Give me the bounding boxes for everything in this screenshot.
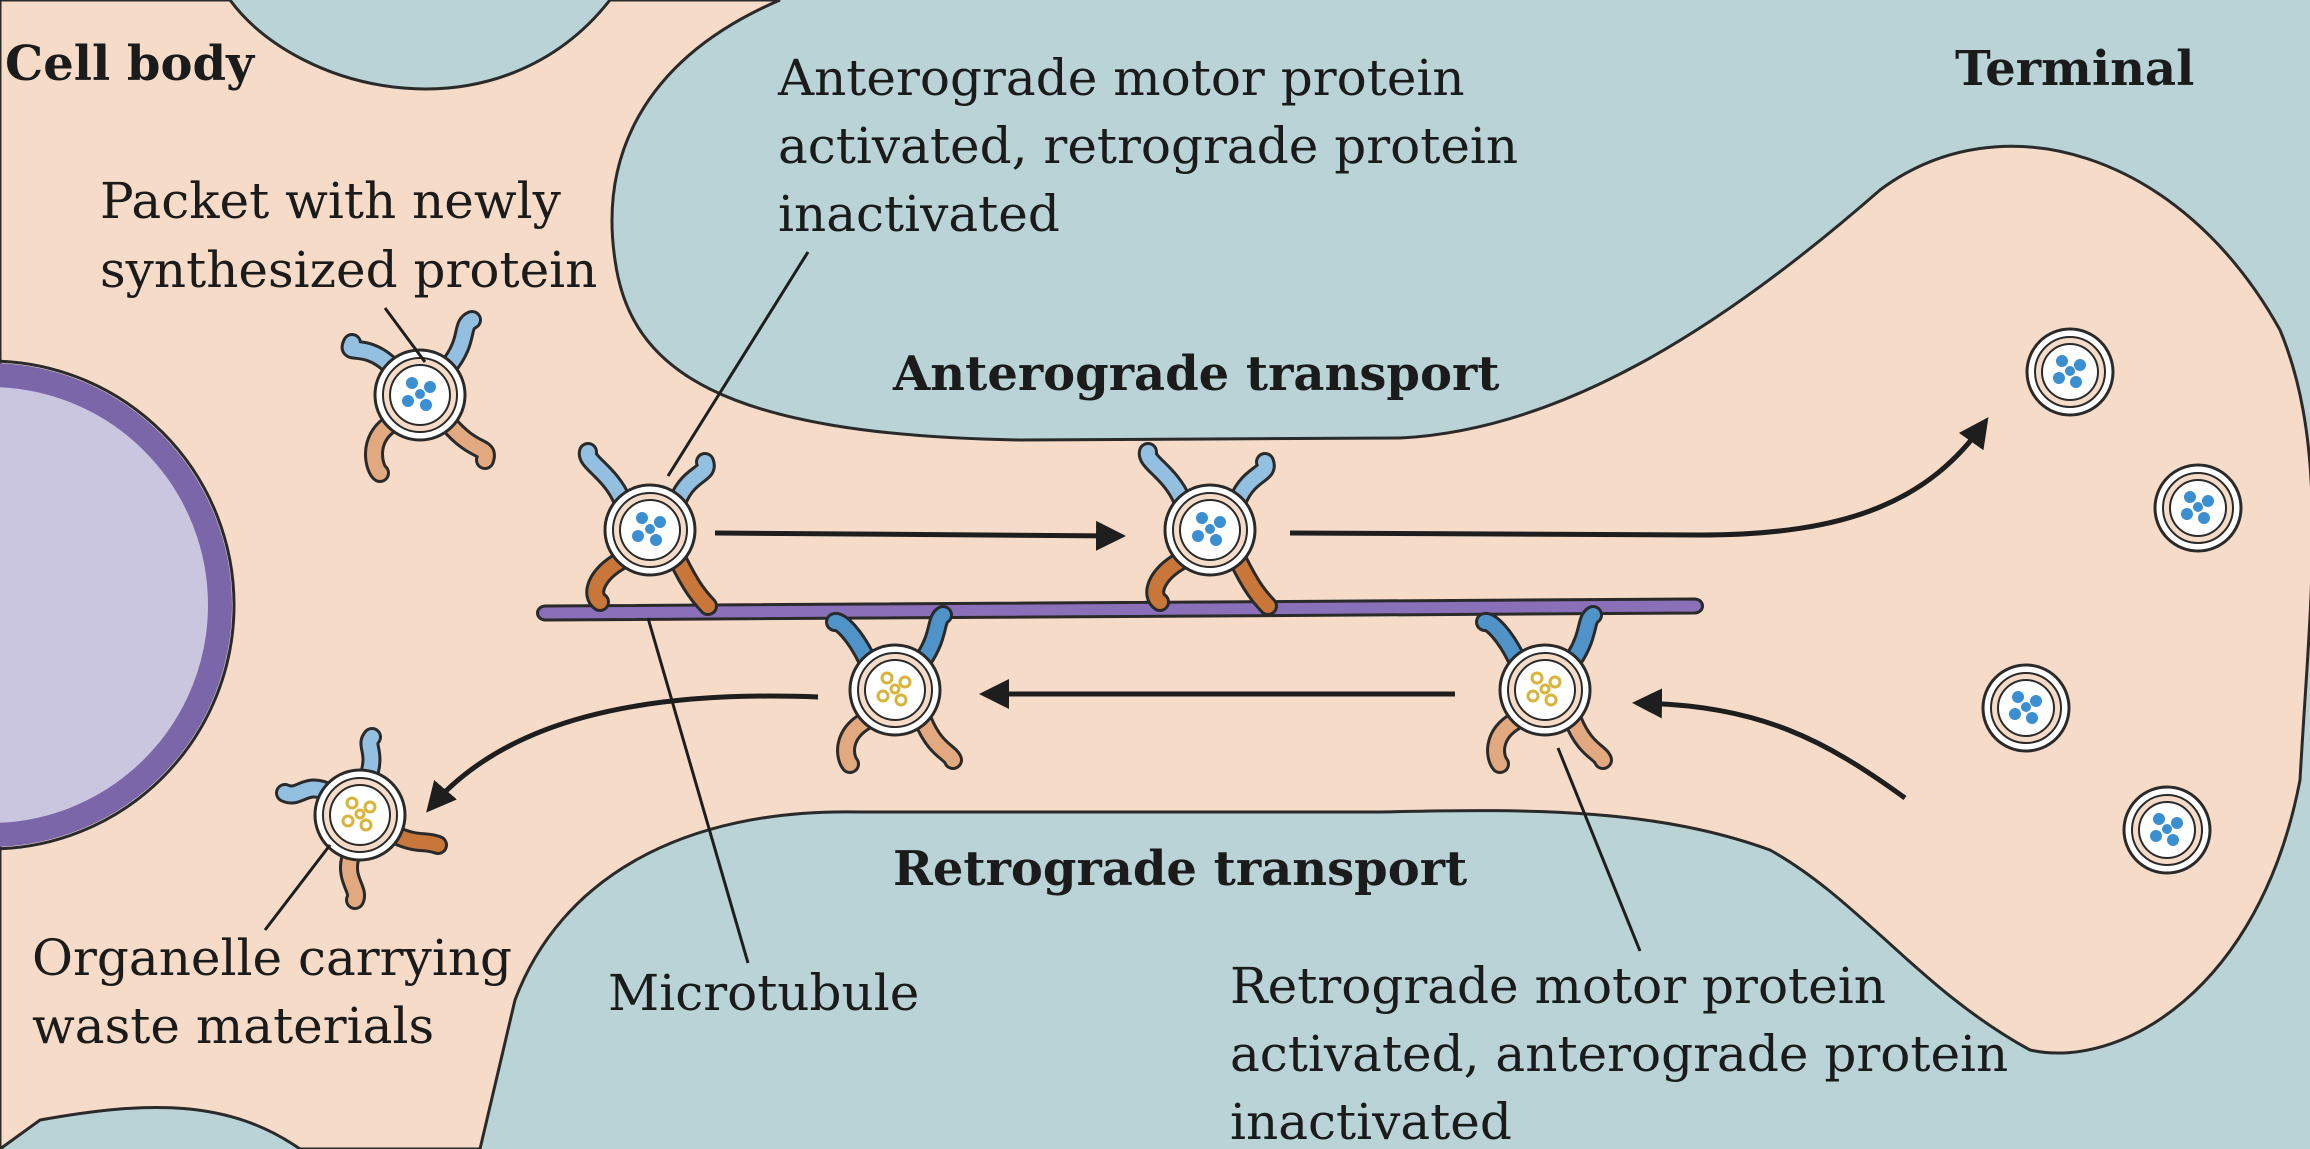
nucleus-outline	[0, 359, 236, 851]
nucleus	[0, 363, 232, 847]
packet-label-line1: Packet with newly	[100, 172, 562, 230]
packet-leader-line	[383, 307, 427, 363]
retrograde-transport-heading: Retrograde transport	[893, 841, 1467, 897]
antero-motor-leader-line	[666, 251, 810, 477]
cell-body-label: Cell body	[5, 36, 256, 92]
packet-vesicle	[340, 310, 496, 483]
microtubule-leader-line	[646, 617, 750, 964]
antero-motor-label-line1: Anterograde motor protein	[777, 49, 1465, 107]
retrograde-organelle-1	[1475, 605, 1613, 774]
retrograde-arrow-3	[426, 693, 819, 813]
organelle-label-line1: Organelle carrying	[32, 929, 512, 987]
microtubule-label: Microtubule	[608, 964, 919, 1022]
terminal-vesicle-4	[2122, 785, 2212, 875]
retro-motor-label-line1: Retrograde motor protein	[1230, 957, 1886, 1015]
anterograde-vesicle-1	[577, 442, 718, 616]
terminal-vesicle-1	[2025, 327, 2115, 417]
waste-organelle	[275, 727, 448, 910]
retro-motor-label-line2: activated, anterograde protein	[1230, 1025, 2008, 1083]
anterograde-arrow-1	[714, 520, 1126, 551]
terminal-label: Terminal	[1955, 41, 2194, 97]
retro-motor-label-line3: inactivated	[1230, 1093, 1512, 1149]
packet-label-line2: synthesized protein	[100, 241, 597, 299]
terminal-vesicle-3	[1981, 663, 2071, 753]
anterograde-arrow-2	[1289, 417, 1989, 538]
antero-motor-label-line3: inactivated	[778, 185, 1060, 243]
retrograde-organelle-2	[825, 605, 963, 774]
retrograde-arrow-2	[1632, 688, 1907, 801]
antero-motor-label-line2: activated, retrograde protein	[778, 117, 1518, 175]
anterograde-transport-heading: Anterograde transport	[892, 346, 1499, 402]
terminal-vesicle-2	[2153, 463, 2243, 553]
anterograde-vesicle-2	[1137, 442, 1278, 616]
organelle-label-line2: waste materials	[32, 997, 434, 1055]
organelle-leader-line	[263, 844, 332, 931]
retro-motor-leader-line	[1556, 747, 1642, 952]
